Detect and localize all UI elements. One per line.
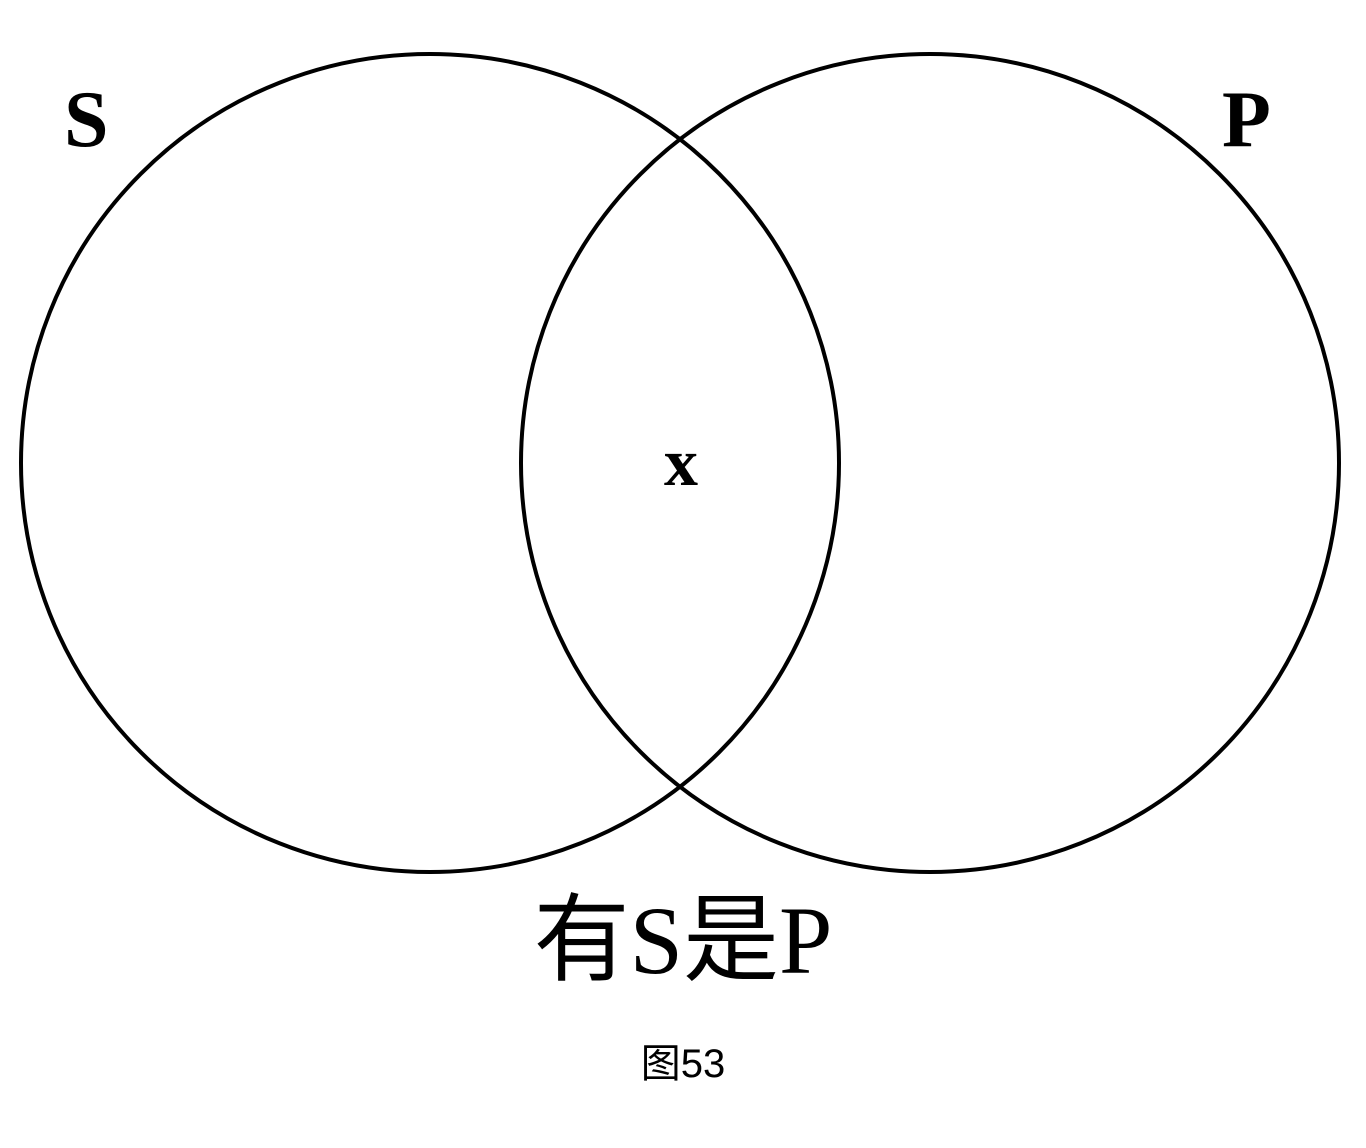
- set-p-label: P: [1222, 76, 1271, 164]
- figure-number: 图53: [640, 1042, 726, 1086]
- diagram-caption: 有S是P: [533, 887, 833, 994]
- intersection-marker: x: [664, 424, 698, 500]
- set-p-circle: [519, 52, 1341, 874]
- set-s-label: S: [64, 76, 109, 164]
- set-s-circle: [19, 52, 841, 874]
